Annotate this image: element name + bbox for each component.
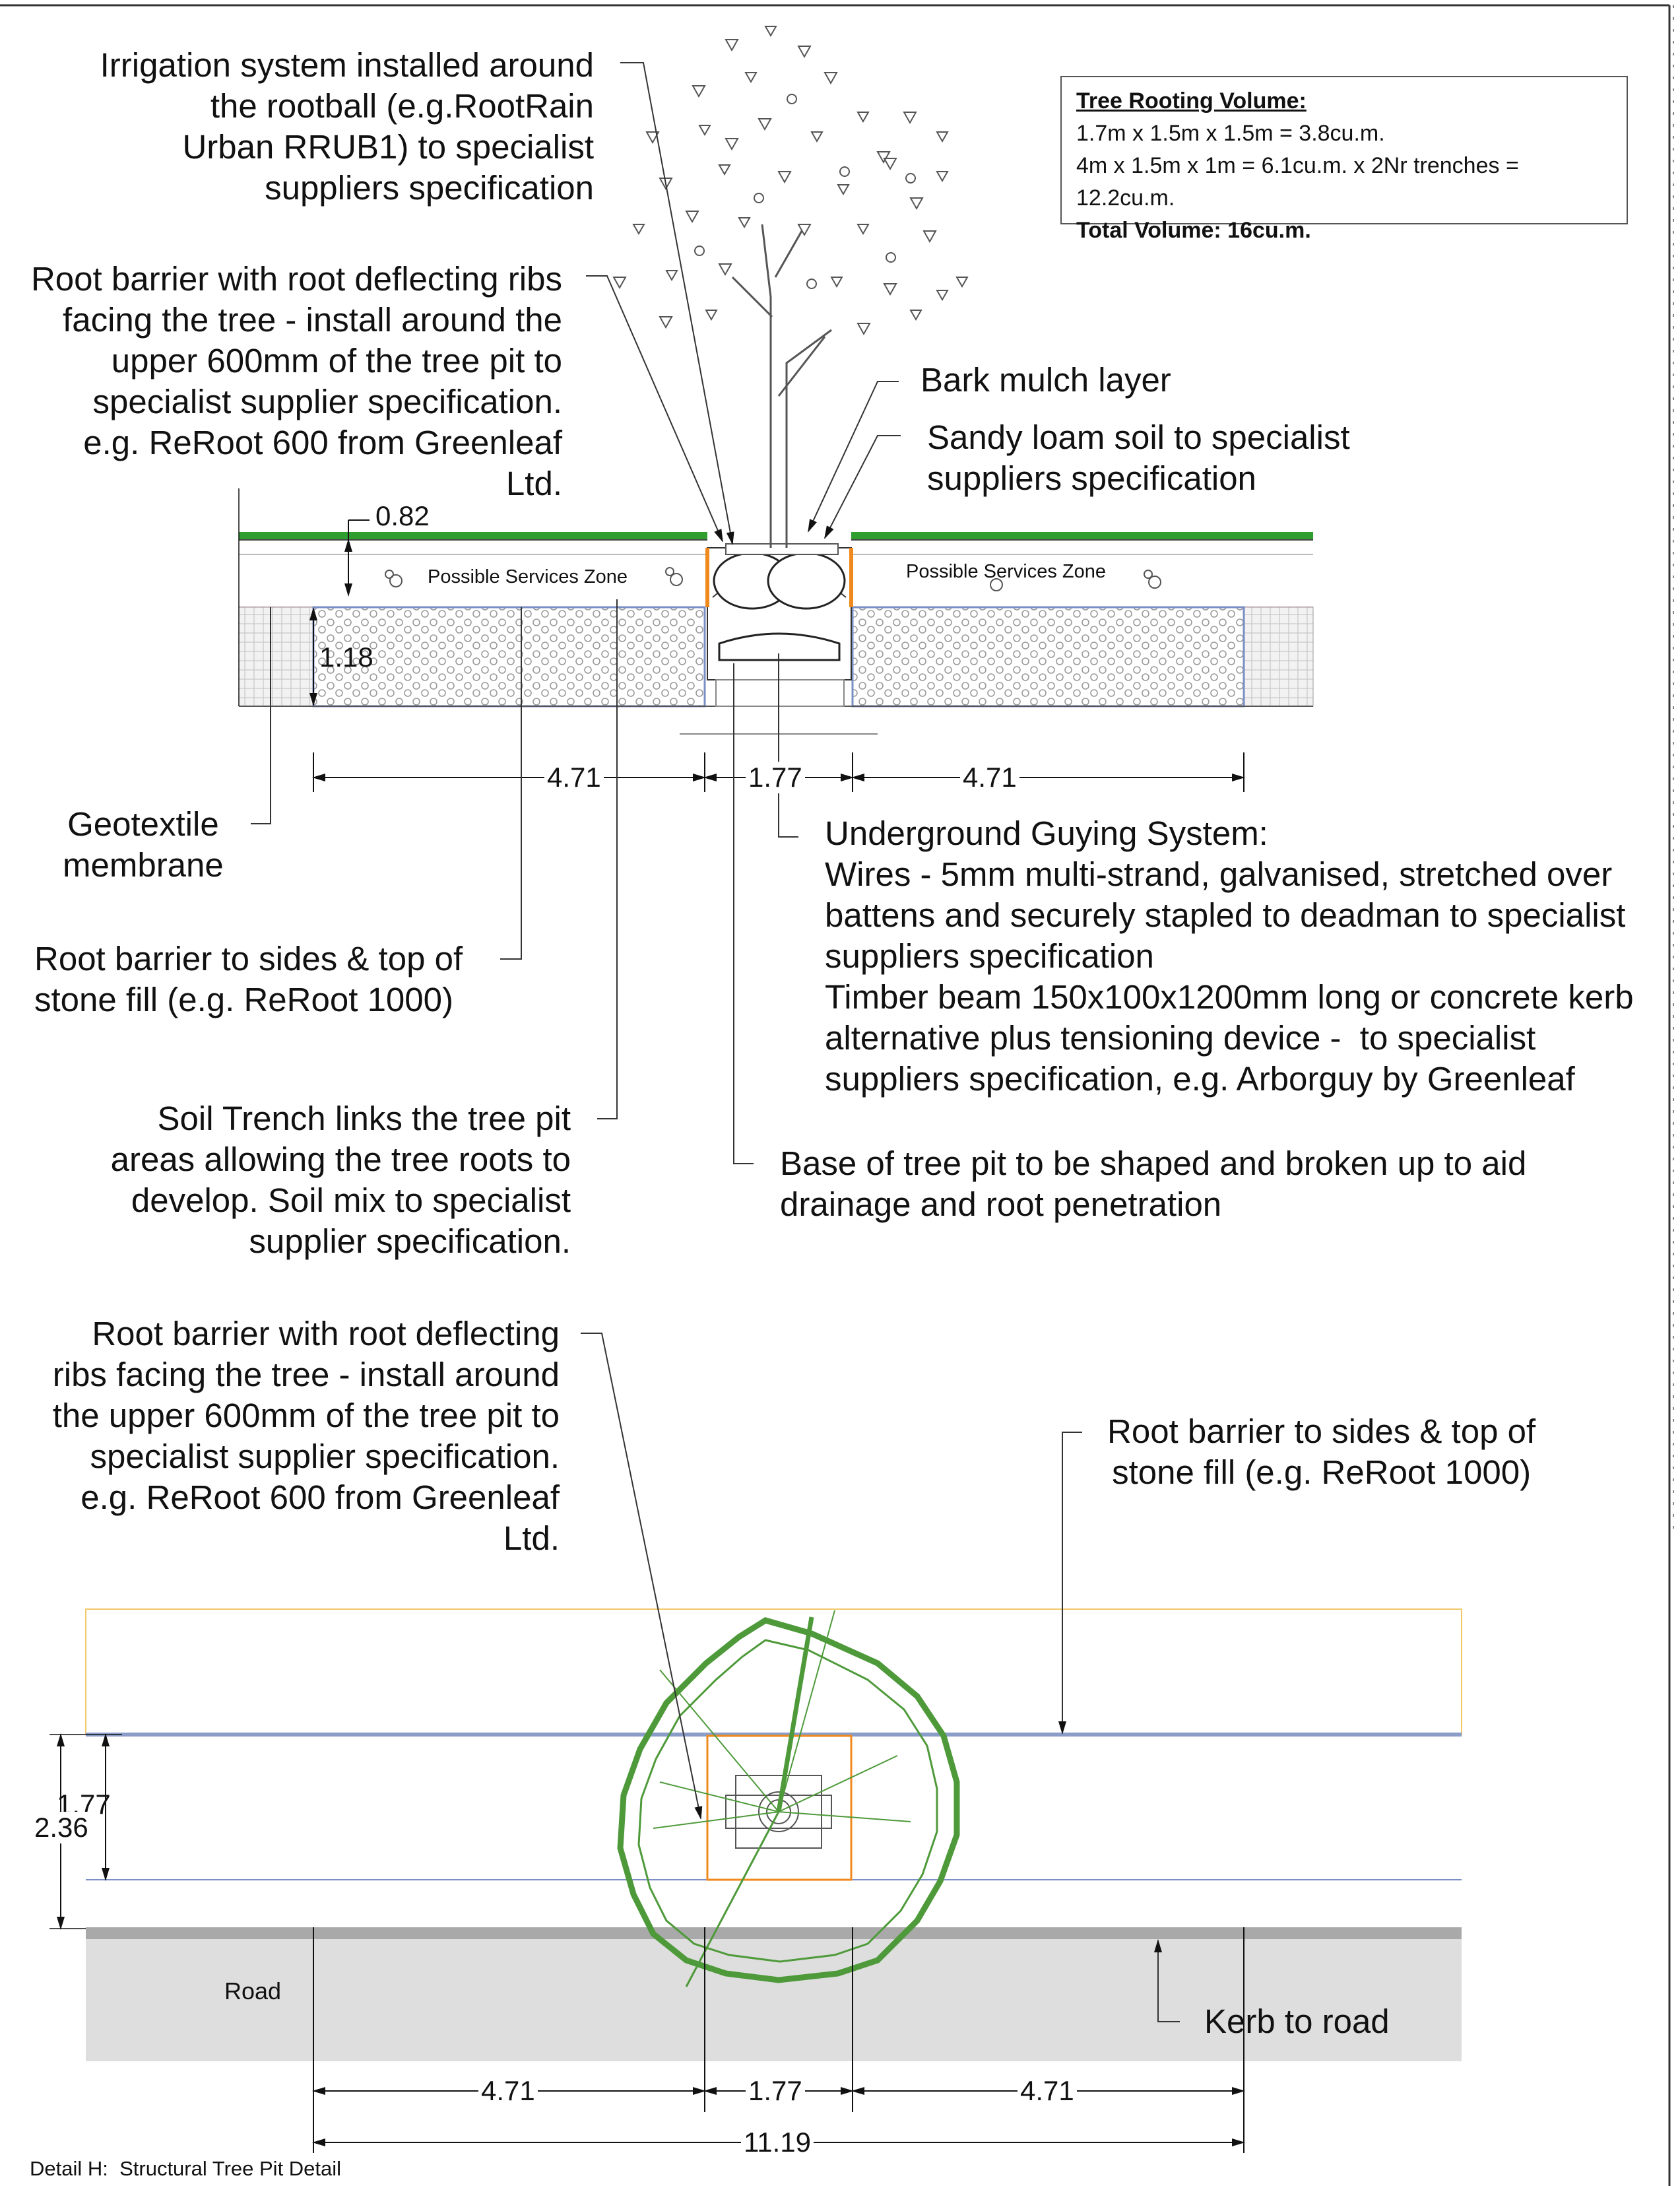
kerb-label: Kerb to road	[1204, 2003, 1390, 2040]
soil-trench-label: Soil Trench links the tree pit areas all…	[110, 1100, 571, 1260]
rooting-volume-box: Tree Rooting Volume: 1.7m x 1.5m x 1.5m …	[1060, 76, 1628, 243]
grass-left	[239, 532, 707, 540]
stone-fill-right	[851, 606, 1245, 708]
dim-section-left: 4.71	[544, 762, 604, 793]
detail-caption: Detail H: Structural Tree Pit Detail	[30, 2157, 342, 2180]
dim-section-centre: 1.77	[746, 762, 805, 793]
sheet-border	[0, 4, 1674, 2186]
dim-depth-top: 0.82	[375, 500, 430, 531]
plan-tree-pit	[706, 1735, 853, 1881]
plan-canopy	[617, 1617, 960, 1983]
stone-fill-left	[312, 606, 706, 708]
rooting-volume-total: Total Volume: 16cu.m.	[1076, 218, 1311, 243]
dim-plan-total: 11.19	[741, 2127, 814, 2158]
plan-root-barrier-ribs-label: Root barrier with root deflecting ribs f…	[52, 1315, 560, 1557]
road-surface	[86, 1939, 1462, 2061]
dim-plan-right: 4.71	[1018, 2075, 1077, 2107]
dim-plan-centre: 1.77	[746, 2075, 805, 2107]
rooting-volume-heading: Tree Rooting Volume:	[1076, 88, 1307, 114]
bark-mulch-label: Bark mulch layer	[921, 361, 1171, 399]
dim-depth-bottom: 1.18	[319, 642, 373, 673]
rooting-volume-line1: 1.7m x 1.5m x 1.5m = 3.8cu.m.	[1076, 121, 1385, 146]
paving-hatch-left	[238, 607, 314, 707]
plan-root-barrier-sides-label: Root barrier to sides & top of stone fil…	[1107, 1412, 1536, 1491]
base-of-pit-label: Base of tree pit to be shaped and broken…	[780, 1144, 1527, 1223]
root-barrier-sides-label: Root barrier to sides & top of stone fil…	[34, 940, 463, 1018]
rooting-volume-line2: 4m x 1.5m x 1m = 6.1cu.m. x 2Nr trenches…	[1076, 153, 1519, 211]
geotextile-label: Geotextile membrane	[63, 805, 224, 884]
guying-system-label: Underground Guying System: Wires - 5mm m…	[825, 814, 1634, 1098]
plan-view	[49, 1333, 1462, 2153]
services-zone-left: Possible Services Zone	[428, 566, 628, 587]
dim-section-right: 4.71	[960, 762, 1019, 793]
footway-area	[85, 1608, 1462, 1735]
road-label: Road	[224, 1977, 282, 2004]
dim-plan-left: 4.71	[478, 2075, 538, 2107]
services-zone-right: Possible Services Zone	[906, 561, 1107, 582]
sandy-loam-label: Sandy loam soil to specialist suppliers …	[927, 418, 1350, 497]
section-view	[238, 26, 1314, 1164]
root-barrier-ribs-label: Root barrier with root deflecting ribs f…	[30, 260, 562, 502]
irrigation-label: Irrigation system installed around the r…	[100, 46, 594, 207]
paving-hatch-right	[1243, 607, 1314, 707]
grass-right	[851, 532, 1313, 540]
dim-plan-outer: 2.36	[32, 1812, 91, 1843]
kerb	[86, 1927, 1462, 1939]
